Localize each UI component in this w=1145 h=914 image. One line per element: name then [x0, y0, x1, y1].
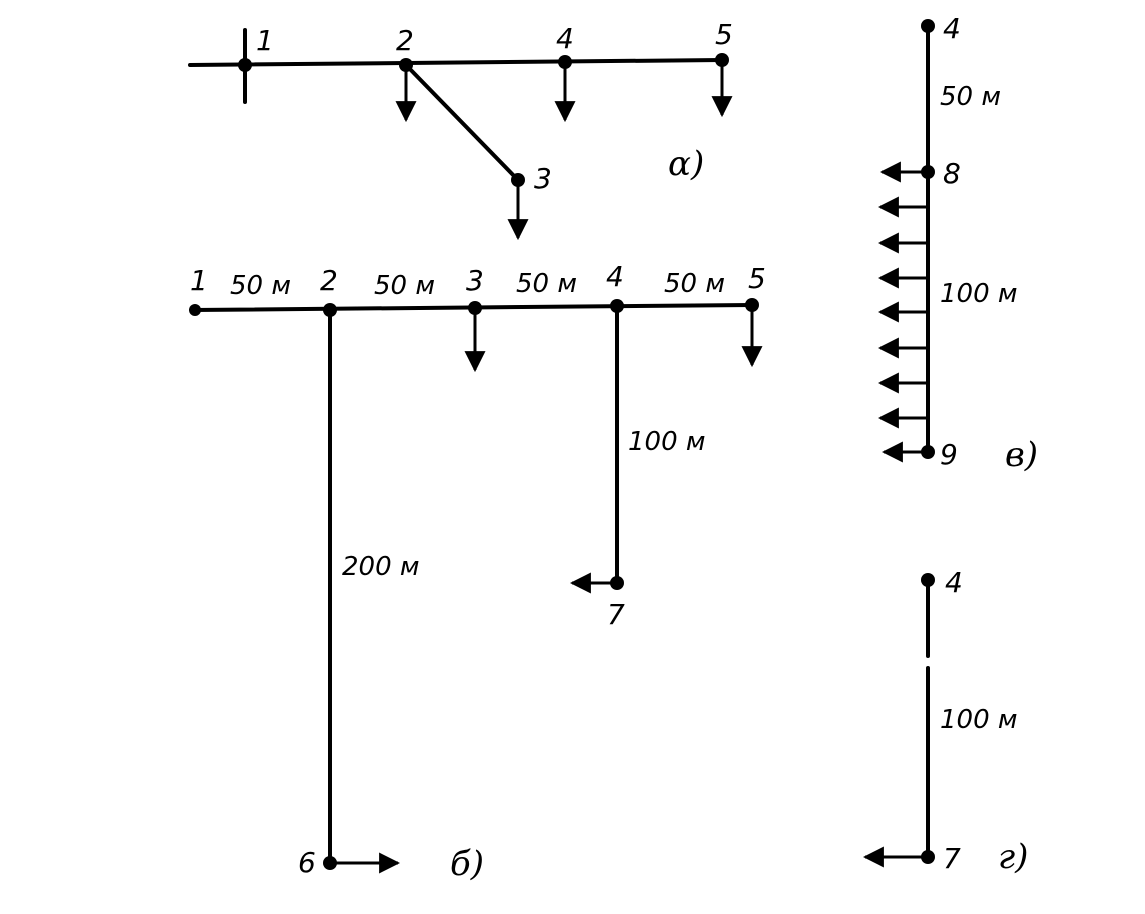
segment-label-g-4-7: 100 м — [940, 705, 1018, 735]
node-label-b-1: 1 — [190, 264, 208, 297]
segment-label-v-8-9: 100 м — [940, 279, 1018, 309]
branch-pipe-a — [404, 63, 520, 182]
node-b-7 — [610, 576, 624, 590]
node-a-5 — [715, 53, 729, 67]
segment-label-b-1-2: 50 м — [230, 271, 291, 301]
node-label-a-3: 3 — [534, 162, 552, 195]
segment-label-b-4-7: 100 м — [628, 427, 706, 457]
node-label-b-7: 7 — [607, 598, 625, 631]
node-label-b-6: 6 — [298, 846, 316, 879]
node-label-v-9: 9 — [940, 438, 958, 471]
node-label-b-5: 5 — [748, 262, 766, 295]
caption-g: г) — [998, 837, 1028, 877]
node-b-4 — [610, 299, 624, 313]
node-label-v-8: 8 — [943, 157, 961, 190]
node-label-g-7: 7 — [943, 842, 961, 875]
node-label-g-4: 4 — [945, 566, 963, 599]
node-b-2 — [323, 303, 337, 317]
node-a-2 — [399, 58, 413, 72]
caption-v: в) — [1005, 435, 1038, 475]
node-label-a-4: 4 — [556, 22, 574, 55]
diagram-v: 4 8 9 50 м 100 м в) — [877, 12, 1038, 475]
diagram-g: 4 7 100 м г) — [862, 566, 1028, 877]
node-label-a-1: 1 — [256, 24, 274, 57]
node-a-3 — [511, 173, 525, 187]
node-b-1 — [189, 304, 201, 316]
caption-b: б) — [450, 844, 484, 884]
node-a-4 — [558, 55, 572, 69]
segment-label-v-4-8: 50 м — [940, 82, 1001, 112]
segment-label-b-3-4: 50 м — [516, 269, 577, 299]
node-b-5 — [745, 298, 759, 312]
segment-label-b-2-3: 50 м — [374, 271, 435, 301]
node-g-4 — [921, 573, 935, 587]
node-v-9 — [921, 445, 935, 459]
segment-label-b-4-5: 50 м — [664, 269, 725, 299]
node-v-4 — [921, 19, 935, 33]
node-label-a-5: 5 — [715, 18, 733, 51]
node-b-6 — [323, 856, 337, 870]
node-label-a-2: 2 — [396, 24, 414, 57]
diagram-a: 1 2 3 4 5 α) — [188, 18, 733, 241]
node-label-v-4: 4 — [943, 12, 961, 45]
main-pipe-a — [188, 58, 724, 67]
caption-a: α) — [668, 144, 704, 184]
node-v-8 — [921, 165, 935, 179]
node-g-7 — [921, 850, 935, 864]
segment-label-b-2-6: 200 м — [342, 552, 420, 582]
node-b-3 — [468, 301, 482, 315]
diagram-b: 1 2 3 4 5 6 7 50 м 50 м 50 м 50 м 100 м … — [189, 260, 766, 884]
node-label-b-3: 3 — [466, 264, 484, 297]
node-label-b-4: 4 — [606, 260, 624, 293]
node-a-1 — [238, 58, 252, 72]
node-label-b-2: 2 — [320, 264, 338, 297]
